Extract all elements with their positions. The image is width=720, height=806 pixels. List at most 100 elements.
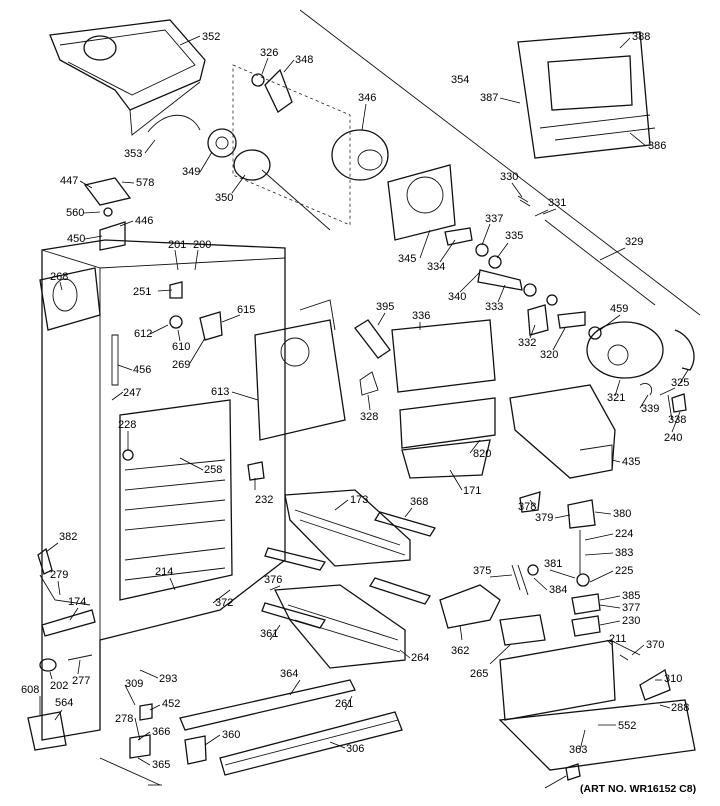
part-label: 382: [59, 531, 77, 543]
part-label: 340: [448, 291, 466, 303]
part-label: 366: [152, 726, 170, 738]
part-label: 201: [168, 239, 186, 251]
part-label: 269: [172, 359, 190, 371]
part-label: 228: [118, 419, 136, 431]
part-label: 376: [264, 574, 282, 586]
part-label: 353: [124, 148, 142, 160]
part-label: 363: [569, 744, 587, 756]
part-label: 278: [115, 713, 133, 725]
part-label: 230: [622, 615, 640, 627]
part-label: 370: [646, 639, 664, 651]
part-label: 388: [632, 31, 650, 43]
part-label: 612: [134, 328, 152, 340]
part-label: 372: [215, 597, 233, 609]
part-label: 820: [473, 448, 491, 460]
part-label: 578: [136, 177, 154, 189]
part-label: 330: [500, 171, 518, 183]
part-label: 268: [50, 271, 68, 283]
part-label: 560: [66, 207, 84, 219]
part-label: 258: [204, 464, 222, 476]
part-label: 264: [411, 652, 429, 664]
part-label: 329: [625, 236, 643, 248]
part-label: 450: [67, 233, 85, 245]
part-label: 321: [607, 392, 625, 404]
part-label: 384: [549, 584, 567, 596]
part-label: 383: [615, 547, 633, 559]
part-label: 339: [641, 403, 659, 415]
part-label: 456: [133, 364, 151, 376]
part-label: 435: [622, 456, 640, 468]
part-label: 452: [162, 698, 180, 710]
part-label: 613: [211, 386, 229, 398]
part-label: 365: [152, 759, 170, 771]
part-label: 334: [427, 261, 445, 273]
part-label: 564: [55, 697, 73, 709]
part-label: 361: [260, 628, 278, 640]
part-label: 446: [135, 215, 153, 227]
part-label: 386: [648, 140, 666, 152]
part-label: 279: [50, 569, 68, 581]
part-label: 211: [609, 633, 627, 645]
part-label: 610: [172, 341, 190, 353]
part-label: 232: [255, 494, 273, 506]
part-label: 364: [280, 668, 298, 680]
part-label: 354: [451, 74, 469, 86]
part-label: 332: [518, 337, 536, 349]
part-label: 378: [518, 501, 536, 513]
part-label: 173: [350, 494, 368, 506]
part-label: 306: [346, 743, 364, 755]
part-label: 380: [613, 508, 631, 520]
part-label: 326: [260, 47, 278, 59]
part-label: 349: [182, 166, 200, 178]
part-label: 335: [505, 230, 523, 242]
part-label: 293: [159, 673, 177, 685]
part-labels: 352 326 348 346 354 388 387 386 353 349 …: [21, 31, 689, 771]
art-number: (ART NO. WR16152 C8): [580, 783, 696, 795]
part-label: 333: [485, 301, 503, 313]
part-label: 225: [615, 565, 633, 577]
part-label: 608: [21, 684, 39, 696]
part-label: 447: [60, 175, 78, 187]
part-label: 261: [335, 698, 353, 710]
part-label: 395: [376, 301, 394, 313]
part-label: 348: [295, 54, 313, 66]
part-label: 331: [548, 197, 566, 209]
part-label: 288: [671, 702, 689, 714]
part-label: 360: [222, 729, 240, 741]
part-label: 352: [202, 31, 220, 43]
part-label: 350: [215, 192, 233, 204]
part-label: 309: [125, 678, 143, 690]
part-label: 459: [610, 303, 628, 315]
part-label: 251: [133, 286, 151, 298]
part-label: 379: [535, 512, 553, 524]
part-label: 337: [485, 213, 503, 225]
part-label: 375: [473, 565, 491, 577]
part-label: 310: [664, 673, 682, 685]
part-label: 615: [237, 304, 255, 316]
part-label: 265: [470, 668, 488, 680]
part-label: 368: [410, 496, 428, 508]
part-label: 336: [412, 310, 430, 322]
part-label: 200: [193, 239, 211, 251]
part-label: 387: [480, 92, 498, 104]
part-label: 247: [123, 387, 141, 399]
part-label: 346: [358, 92, 376, 104]
line-art: [27, 9, 701, 786]
part-label: 552: [618, 720, 636, 732]
part-label: 214: [155, 566, 173, 578]
part-label: 202: [50, 680, 68, 692]
part-label: 224: [615, 528, 633, 540]
part-label: 345: [398, 253, 416, 265]
leader-lines: [39, 35, 689, 789]
part-label: 320: [540, 349, 558, 361]
part-label: 174: [68, 596, 86, 608]
part-label: 385: [622, 590, 640, 602]
part-label: 362: [451, 645, 469, 657]
part-label: 171: [463, 485, 481, 497]
part-label: 381: [544, 558, 562, 570]
part-label: 240: [664, 432, 682, 444]
part-label: 277: [72, 675, 90, 687]
part-label: 377: [622, 602, 640, 614]
part-label: 328: [360, 411, 378, 423]
